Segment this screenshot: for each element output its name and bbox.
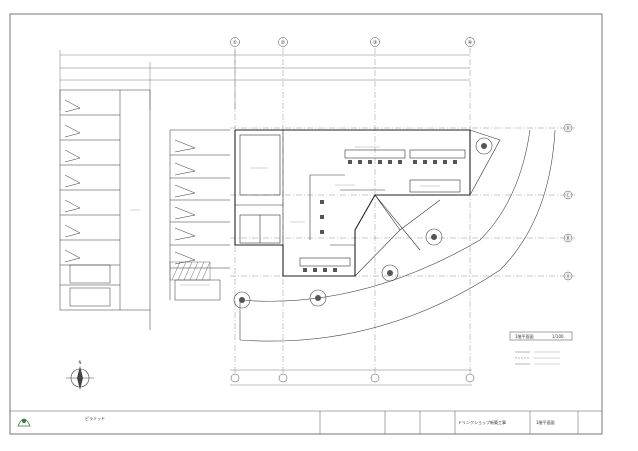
company-logo <box>17 418 31 427</box>
grid-label-row-a: Ⓐ <box>565 273 570 280</box>
interior-walls <box>235 130 466 267</box>
north-arrow <box>66 366 94 390</box>
grid-label-col-1: ① <box>233 40 238 46</box>
grid-label-col-3: ③ <box>373 40 377 46</box>
grid-bubbles-top: ① ② ③ ④ <box>230 37 475 47</box>
grid-bubbles-right: Ⓓ Ⓒ Ⓑ Ⓐ <box>563 123 573 281</box>
sheet-title-label: 1階平面図 <box>515 333 534 339</box>
room-label-marks <box>130 146 440 286</box>
tree-symbols <box>233 137 493 309</box>
top-dimension-lines <box>59 50 470 110</box>
north-label: N <box>79 360 82 365</box>
grid-lines-vertical <box>234 48 471 375</box>
sheet-title-tag: 1階平面図 1/100 <box>509 331 573 341</box>
grid-label-row-d: Ⓓ <box>565 125 570 132</box>
curved-walkway <box>239 129 556 342</box>
building-outline <box>234 129 471 277</box>
tree-icon <box>425 228 443 246</box>
grid-label-row-b: Ⓑ <box>565 235 570 242</box>
drawing-name: 1階平面図 <box>536 419 555 425</box>
hatched-planting-area <box>169 261 211 281</box>
grid-label-col-2: ② <box>281 40 286 46</box>
parking-area <box>59 89 151 330</box>
grid-label-row-c: Ⓒ <box>565 192 570 199</box>
terrace-wing <box>354 129 501 277</box>
sheet-scale-label: 1/100 <box>552 334 564 339</box>
legend <box>515 351 560 365</box>
project-name: ドリンクショップ新築工事 <box>458 419 506 425</box>
tree-icon <box>475 137 493 155</box>
grid-label-col-4: ④ <box>468 40 473 46</box>
sheet-border <box>9 13 603 435</box>
company-name: ピラミッド <box>85 415 105 421</box>
tree-icon <box>309 289 327 307</box>
grid-bubbles-bottom <box>230 369 475 386</box>
title-block <box>319 411 579 434</box>
seating <box>303 160 457 272</box>
tree-icon <box>233 291 251 309</box>
parking-stalls-middle <box>169 129 230 301</box>
tree-icon <box>381 264 399 282</box>
